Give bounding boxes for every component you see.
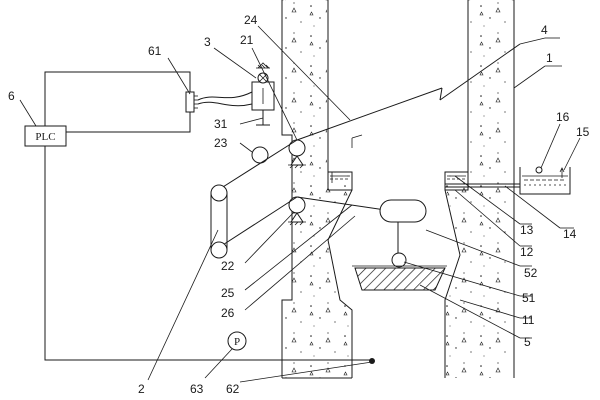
callout-62: 62 xyxy=(226,382,240,396)
pulley-21 xyxy=(288,139,306,169)
left-water-chamber xyxy=(327,171,353,191)
callout-61: 61 xyxy=(148,44,162,58)
left-wall xyxy=(281,0,353,379)
sensor-61 xyxy=(185,91,253,113)
callout-51: 51 xyxy=(522,291,536,305)
drain-pipe xyxy=(445,183,520,188)
callout-4: 4 xyxy=(541,23,548,37)
callout-24: 24 xyxy=(244,13,258,27)
pump-label: P xyxy=(234,336,240,348)
callout-3: 3 xyxy=(204,35,211,49)
float-52 xyxy=(296,196,427,268)
callout-6: 6 xyxy=(8,89,15,103)
lever-arm-4 xyxy=(296,43,521,148)
callout-5: 5 xyxy=(524,335,531,349)
callout-25: 25 xyxy=(221,286,235,300)
callout-15: 15 xyxy=(576,125,590,139)
plc-controller: PLC xyxy=(24,125,67,147)
callout-23: 23 xyxy=(214,136,228,150)
callout-31: 31 xyxy=(214,117,228,131)
block-5 xyxy=(352,265,447,291)
right-wall xyxy=(444,0,515,378)
callout-13: 13 xyxy=(520,223,534,237)
float-ball-icon xyxy=(535,166,543,174)
callout-52: 52 xyxy=(524,266,538,280)
callout-14: 14 xyxy=(563,227,577,241)
plc-label: PLC xyxy=(35,131,55,143)
callout-21: 21 xyxy=(240,33,254,47)
callout-16: 16 xyxy=(556,110,570,124)
callout-26: 26 xyxy=(221,306,235,320)
leader-lines xyxy=(19,25,581,383)
callout-12: 12 xyxy=(520,245,534,259)
callout-11: 11 xyxy=(522,313,535,327)
sensor-62-dot xyxy=(369,358,375,364)
water-tank xyxy=(519,166,571,195)
callout-1: 1 xyxy=(546,51,553,65)
pump-63: P xyxy=(227,331,247,351)
callout-22: 22 xyxy=(221,259,235,273)
cable-2 xyxy=(210,139,298,259)
callout-63: 63 xyxy=(190,382,204,396)
wheel-23 xyxy=(251,146,269,164)
control-wiring xyxy=(44,71,375,364)
callout-2: 2 xyxy=(138,382,145,396)
right-water-chamber xyxy=(444,171,469,191)
callout-labels: 61 3 21 24 4 1 6 31 23 16 15 13 14 12 52… xyxy=(8,13,590,396)
actuator-3 xyxy=(251,62,275,126)
